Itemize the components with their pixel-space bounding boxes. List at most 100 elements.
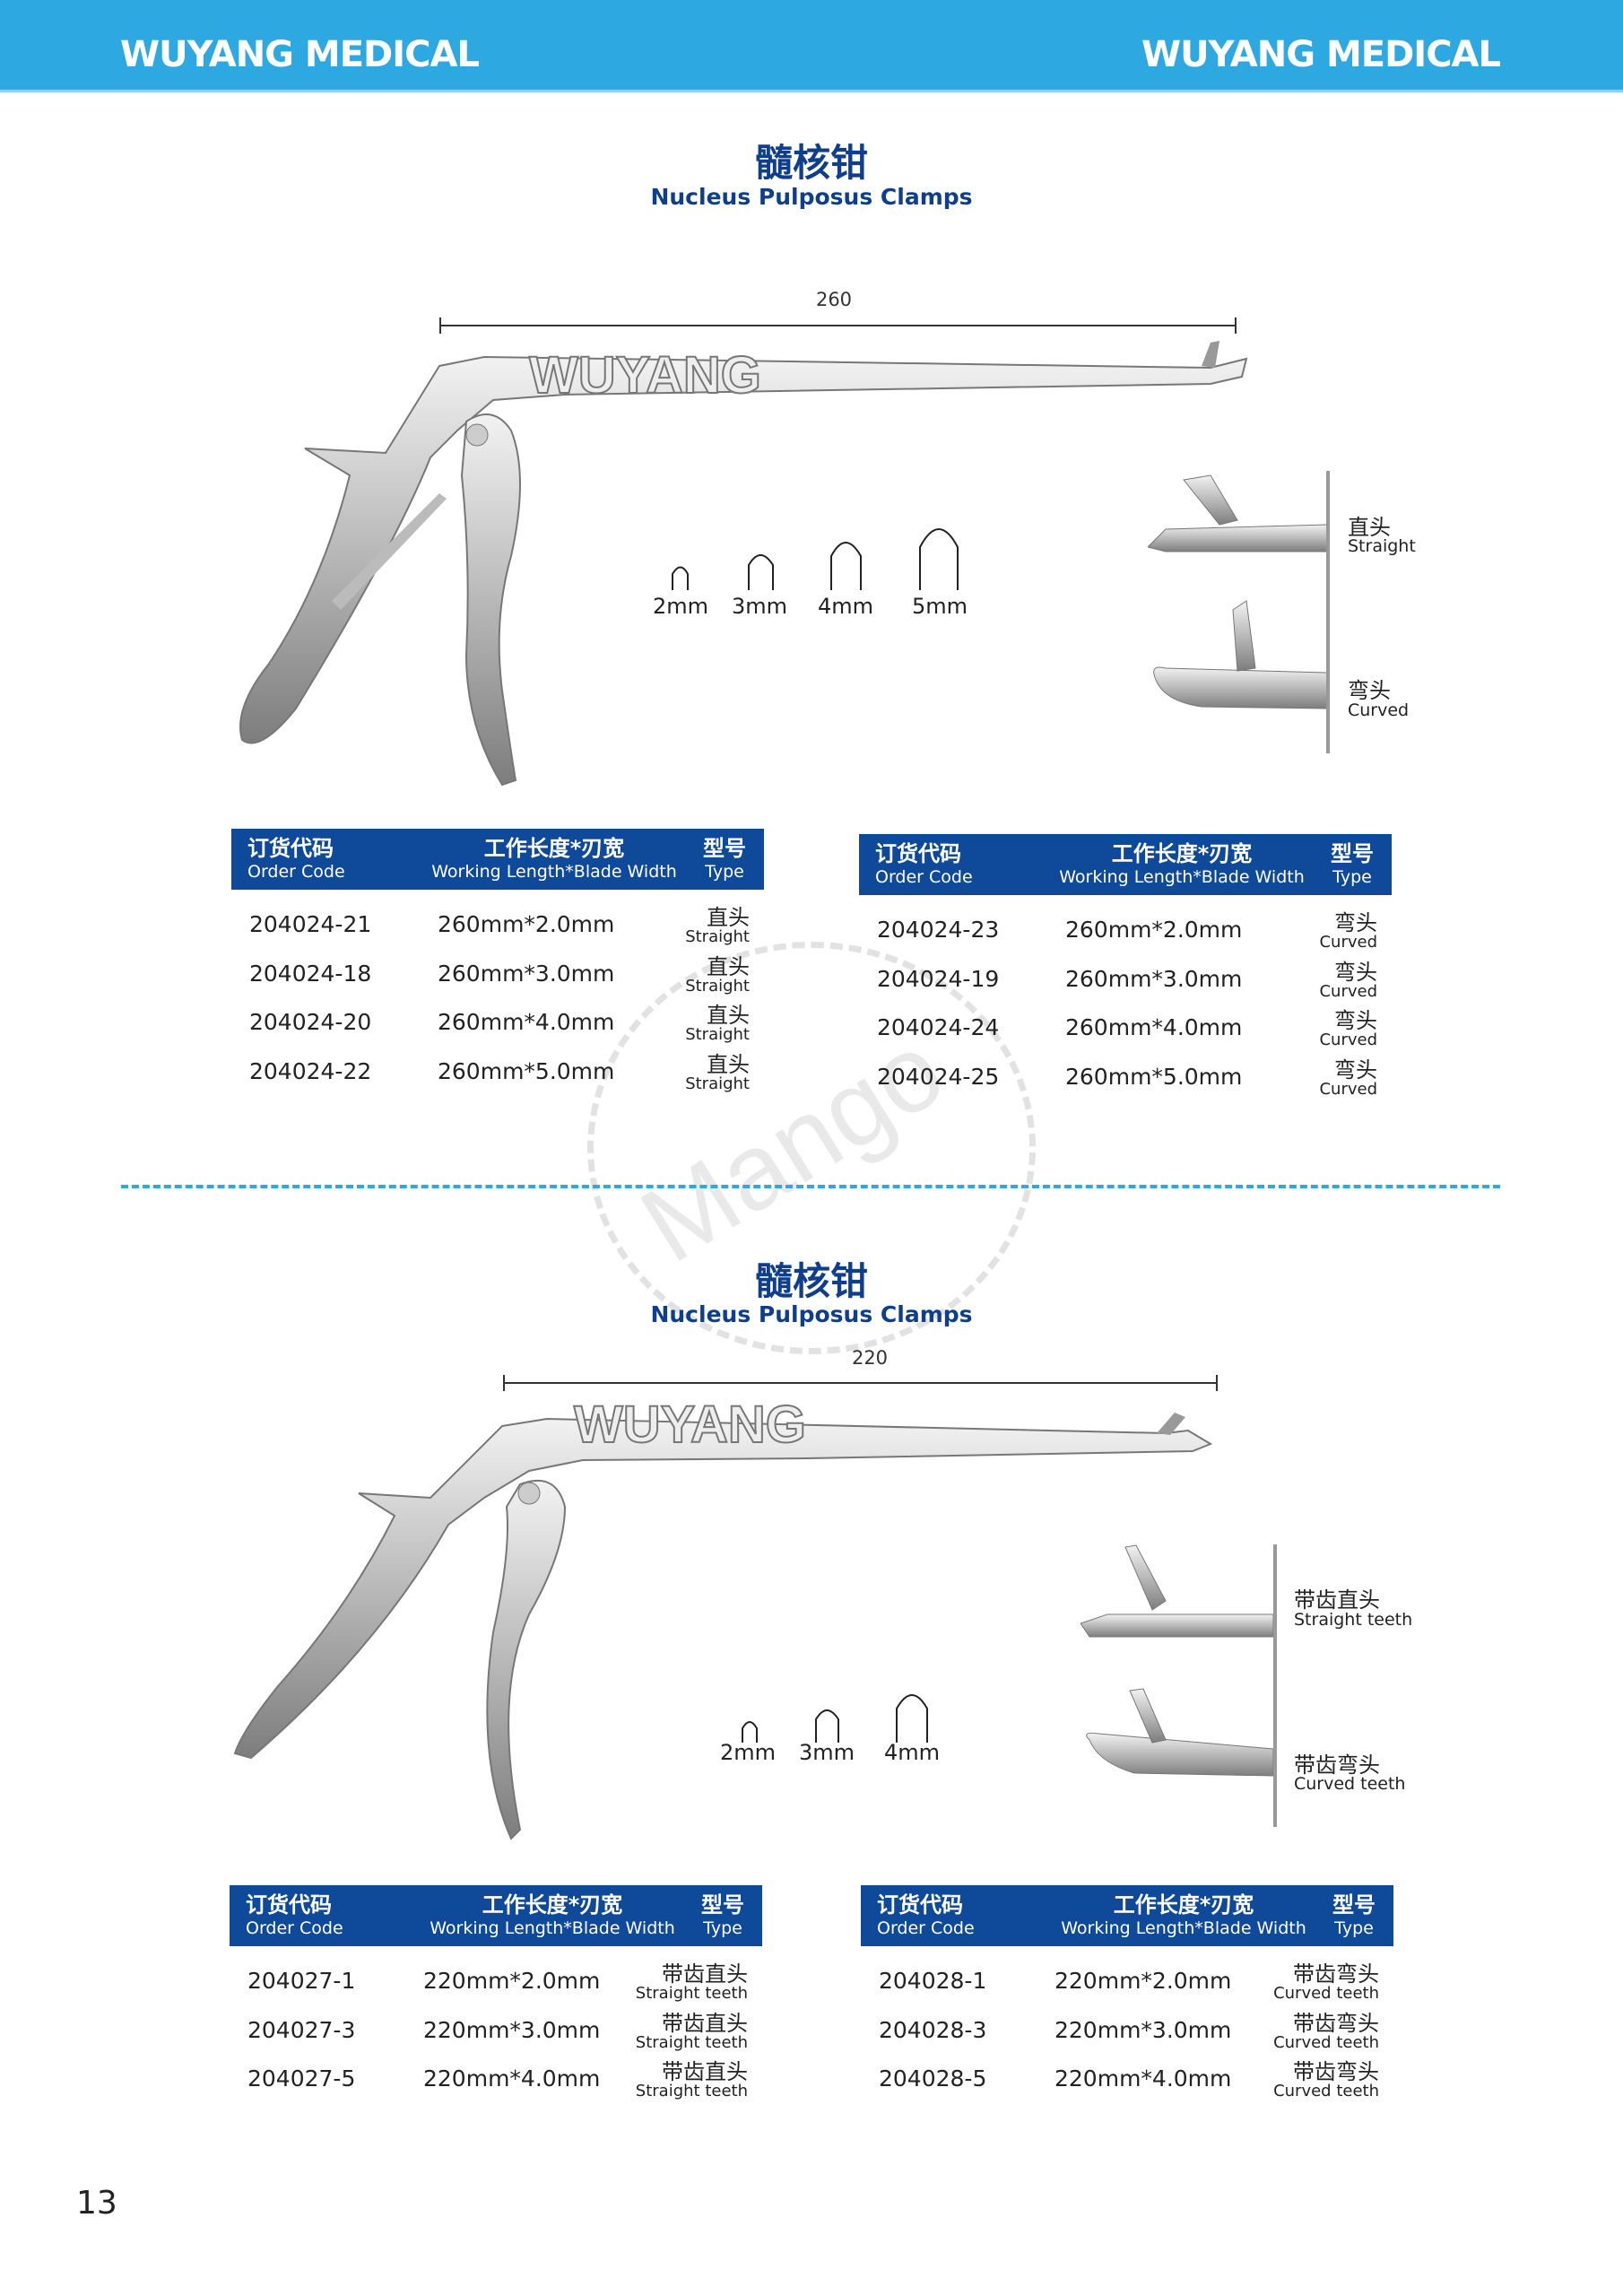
working-length-blade-width: 220mm*4.0mm (1055, 2066, 1232, 2092)
header-type-en: Type (1332, 867, 1372, 887)
brand-right: WUYANG MEDICAL (1141, 34, 1501, 75)
working-length-blade-width: 220mm*2.0mm (1055, 1968, 1232, 1994)
type-cn: 带齿弯头 (1293, 2010, 1379, 2036)
type-en: Curved teeth (1273, 1984, 1379, 2003)
order-code: 204024-19 (877, 965, 1000, 992)
header-type-cn: 型号 (1331, 841, 1374, 866)
working-length-blade-width: 260mm*2.0mm (1065, 917, 1243, 943)
order-code: 204024-23 (877, 917, 1000, 943)
type-en: Curved (1319, 1031, 1377, 1049)
tip-size-label: 4mm (817, 594, 874, 619)
header-type-en: Type (705, 862, 744, 882)
tip-size-label: 3mm (798, 1740, 855, 1765)
type-cn: 弯头 (1334, 1057, 1377, 1083)
type-cn: 弯头 (1334, 1008, 1377, 1033)
type-cn: 直头 (707, 953, 750, 979)
header-length-cn: 工作长度*刃宽 (1113, 1892, 1254, 1918)
order-code: 204028-5 (879, 2066, 987, 2092)
order-code: 204027-5 (247, 2066, 356, 2092)
header-length-en: Working Length*Blade Width (430, 1918, 675, 1938)
tip-type-cn: 带齿弯头 (1294, 1752, 1380, 1778)
working-length-blade-width: 220mm*3.0mm (423, 2016, 601, 2043)
header-code-cn: 订货代码 (246, 1892, 332, 1918)
header-code-cn: 订货代码 (877, 1892, 963, 1918)
header-type-en: Type (703, 1918, 742, 1938)
working-length-blade-width: 260mm*3.0mm (438, 960, 615, 987)
header-code-en: Order Code (877, 1918, 975, 1938)
type-en: Curved teeth (1273, 2032, 1379, 2052)
order-code: 204024-18 (249, 960, 372, 987)
rongeur-instrument-image: WUYANG (239, 341, 1248, 787)
type-cn: 直头 (707, 1003, 750, 1028)
section2-title-en: Nucleus Pulposus Clamps (650, 1301, 973, 1327)
type-cn: 弯头 (1334, 910, 1377, 935)
type-en: Straight teeth (635, 2032, 748, 2052)
header-length-en: Working Length*Blade Width (1059, 867, 1305, 887)
header-code-cn: 订货代码 (247, 836, 334, 861)
dimension-label: 260 (815, 289, 853, 310)
section2-title-cn: 髓核钳 (754, 1259, 868, 1303)
type-cn: 直头 (707, 905, 750, 930)
header-type-en: Type (1334, 1918, 1374, 1938)
page-number: 13 (76, 2185, 117, 2222)
working-length-blade-width: 220mm*2.0mm (423, 1968, 601, 1994)
tip-size-label: 4mm (883, 1740, 941, 1765)
working-length-blade-width: 220mm*3.0mm (1055, 2016, 1232, 2043)
section1-title-en: Nucleus Pulposus Clamps (650, 184, 973, 210)
instrument-mark: WUYANG (529, 346, 761, 404)
header-code-en: Order Code (247, 862, 345, 882)
working-length-blade-width: 260mm*4.0mm (1065, 1014, 1243, 1040)
tip-type-en: Straight teeth (1294, 1610, 1413, 1630)
header-type-cn: 型号 (1332, 1892, 1376, 1918)
page-header (0, 0, 1623, 92)
tip-type-en: Straight (1348, 536, 1416, 556)
type-cn: 直头 (707, 1051, 750, 1077)
working-length-blade-width: 260mm*5.0mm (1065, 1063, 1243, 1090)
order-code: 204027-1 (247, 1968, 356, 1994)
dimension-label: 220 (851, 1347, 889, 1369)
tip-divider (1273, 1544, 1277, 1827)
tip-size-label: 3mm (731, 594, 788, 619)
header-type-cn: 型号 (703, 836, 746, 861)
header-code-cn: 订货代码 (875, 841, 961, 866)
type-cn: 弯头 (1334, 959, 1377, 985)
header-length-en: Working Length*Blade Width (1061, 1918, 1306, 1938)
order-code: 204024-25 (877, 1063, 1000, 1090)
tip-type-en: Curved (1348, 700, 1410, 720)
header-code-en: Order Code (246, 1918, 343, 1938)
type-en: Curved (1319, 1079, 1377, 1099)
working-length-blade-width: 260mm*4.0mm (438, 1009, 615, 1035)
working-length-blade-width: 220mm*4.0mm (423, 2066, 601, 2092)
tip-detail-images (1148, 474, 1327, 709)
type-cn: 带齿直头 (662, 2059, 748, 2084)
order-code: 204027-3 (247, 2016, 356, 2043)
working-length-blade-width: 260mm*3.0mm (1065, 965, 1243, 992)
working-length-blade-width: 260mm*2.0mm (438, 911, 615, 937)
type-en: Straight teeth (635, 2082, 748, 2100)
type-en: Curved (1319, 981, 1377, 1001)
order-code: 204028-1 (879, 1968, 987, 1994)
order-code: 204024-21 (249, 911, 372, 937)
brand-left: WUYANG MEDICAL (120, 34, 480, 75)
dimension-line (503, 1375, 1218, 1391)
tip-size-label: 2mm (719, 1740, 777, 1765)
